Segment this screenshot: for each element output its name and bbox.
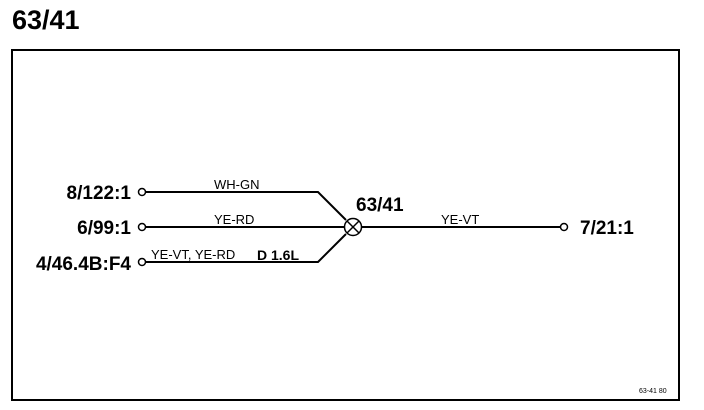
reference-code: 63-41 80	[639, 388, 667, 395]
wire-label-ye-vt: YE-VT	[441, 212, 479, 227]
connector-label-left-1: 8/122:1	[67, 183, 132, 204]
wire-note-d-1-6l: D 1.6L	[257, 247, 299, 263]
wire-label-ye-vt-ye-rd: YE-VT, YE-RD	[151, 247, 235, 262]
wire-wh-gn	[146, 191, 347, 221]
splice-icon	[343, 217, 363, 237]
wire-ye-vt-ye-rd	[146, 233, 347, 263]
terminal-7-21-1	[559, 222, 569, 232]
wire-label-wh-gn: WH-GN	[214, 177, 260, 192]
connector-label-right: 7/21:1	[580, 218, 634, 239]
terminal-6-99-1	[137, 222, 147, 232]
splice-label: 63/41	[356, 195, 404, 216]
wire-label-ye-rd: YE-RD	[214, 212, 254, 227]
connector-label-left-2: 6/99:1	[77, 218, 131, 239]
diagram-frame	[11, 49, 680, 401]
terminal-4-46-4b-f4	[137, 257, 147, 267]
wire-group	[146, 191, 560, 263]
connector-label-left-3: 4/46.4B:F4	[36, 254, 131, 275]
terminal-8-122-1	[137, 187, 147, 197]
page-title: 63/41	[12, 5, 80, 35]
